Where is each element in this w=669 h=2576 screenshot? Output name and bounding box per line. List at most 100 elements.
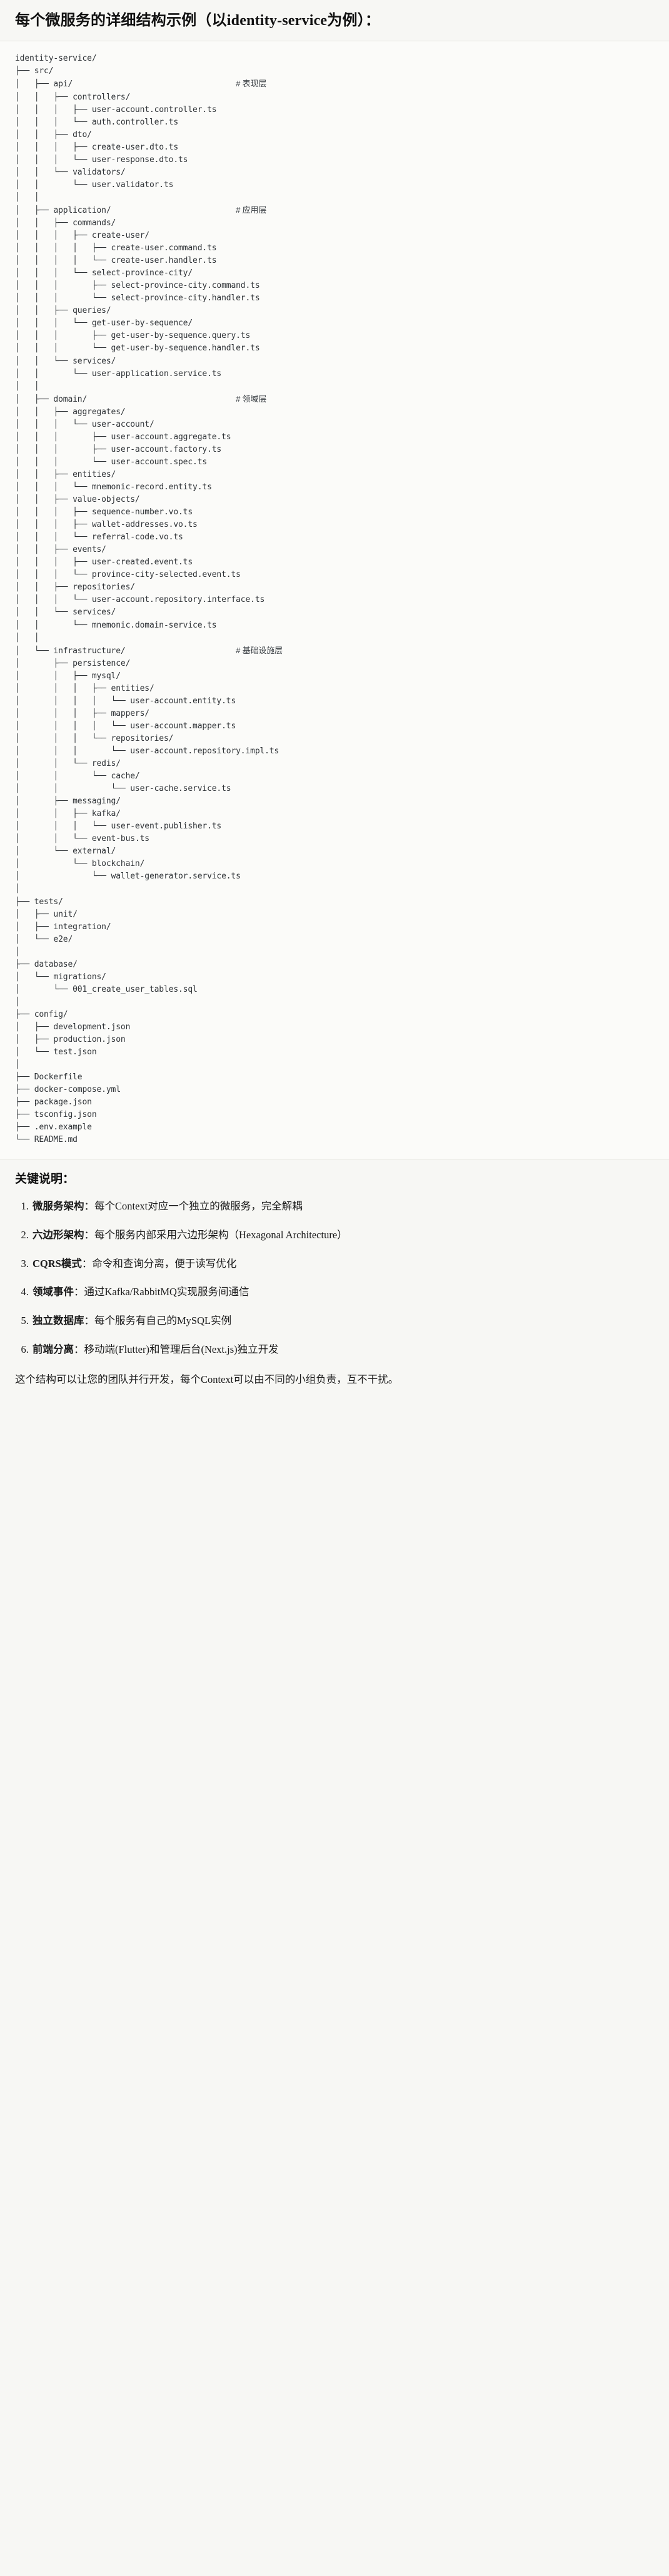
tree-row: │ └── test.json bbox=[15, 1046, 654, 1059]
tree-row: ├── Dockerfile bbox=[15, 1071, 654, 1084]
tree-row-path: │ ├── api/ bbox=[15, 79, 73, 89]
tree-row: │ bbox=[15, 996, 654, 1009]
tree-row-path: ├── database/ bbox=[15, 959, 78, 969]
tree-row: │ └── wallet-generator.service.ts bbox=[15, 870, 654, 883]
tree-row-path: │ │ ├── queries/ bbox=[15, 306, 111, 316]
tree-row: │ │ ├── commands/ bbox=[15, 217, 654, 230]
tree-row: │ │ ├── kafka/ bbox=[15, 808, 654, 820]
tree-row: │ ├── production.json bbox=[15, 1034, 654, 1046]
tree-row: │ │ │ └── select-province-city.handler.t… bbox=[15, 292, 654, 305]
tree-row: │ │ │ ├── user-created.event.ts bbox=[15, 556, 654, 569]
key-point-term: 微服务架构 bbox=[33, 1200, 84, 1213]
tree-row-path: │ │ │ ├── user-account.factory.ts bbox=[15, 444, 222, 454]
tree-row-path: │ └── blockchain/ bbox=[15, 859, 145, 869]
tree-row-gap bbox=[111, 206, 236, 215]
tree-row-gap bbox=[87, 395, 236, 404]
key-point-term: 独立数据库 bbox=[33, 1315, 84, 1327]
tree-row: ├── tests/ bbox=[15, 896, 654, 909]
tree-row: └── README.md bbox=[15, 1134, 654, 1146]
tree-row: │ bbox=[15, 946, 654, 959]
tree-row: │ │ └── event-bus.ts bbox=[15, 833, 654, 845]
tree-row: │ └── 001_create_user_tables.sql bbox=[15, 984, 654, 996]
tree-row-path: │ │ │ └── referral-code.vo.ts bbox=[15, 532, 183, 542]
tree-row-path: │ ├── integration/ bbox=[15, 922, 111, 932]
tree-row-path: ├── config/ bbox=[15, 1009, 68, 1019]
tree-row-path: │ │ ├── controllers/ bbox=[15, 92, 131, 102]
tree-row: identity-service/ bbox=[15, 53, 654, 65]
tree-row-path: │ │ │ └── auth.controller.ts bbox=[15, 117, 179, 127]
tree-row: │ └── external/ bbox=[15, 845, 654, 858]
tree-row: │ │ ├── events/ bbox=[15, 544, 654, 556]
key-point-description: 通过Kafka/RabbitMQ实现服务间通信 bbox=[84, 1286, 249, 1298]
tree-row: │ │ │ ├── create-user.dto.ts bbox=[15, 141, 654, 154]
tree-row-path: │ │ │ │ └── user-account.entity.ts bbox=[15, 696, 236, 706]
tree-row: │ │ │ └── get-user-by-sequence/ bbox=[15, 317, 654, 330]
key-point-term: CQRS模式 bbox=[33, 1257, 82, 1270]
tree-row: │ │ │ ├── create-user/ bbox=[15, 230, 654, 242]
tree-row-path: │ └── wallet-generator.service.ts bbox=[15, 872, 241, 882]
tree-row-path: │ ├── domain/ bbox=[15, 394, 88, 404]
tree-row-path: │ bbox=[15, 884, 20, 894]
tree-row-path: │ └── infrastructure/ bbox=[15, 646, 126, 656]
tree-row-path: │ │ └── user-cache.service.ts bbox=[15, 784, 231, 794]
key-point-item: 独立数据库：每个服务有自己的MySQL实例 bbox=[31, 1313, 654, 1329]
tree-row-path: │ │ │ └── user-response.dto.ts bbox=[15, 155, 188, 165]
tree-row-path: ├── Dockerfile bbox=[15, 1072, 83, 1082]
tree-row: │ │ │ └── user-account.spec.ts bbox=[15, 456, 654, 469]
tree-row: │ ├── api/ # 表现层 bbox=[15, 78, 654, 91]
tree-row-path: │ │ └── user-application.service.ts bbox=[15, 369, 222, 379]
tree-row: │ │ ├── dto/ bbox=[15, 129, 654, 141]
tree-row-path: │ │ bbox=[15, 633, 39, 643]
tree-row-path: │ │ ├── dto/ bbox=[15, 130, 92, 140]
tree-row: │ │ bbox=[15, 380, 654, 393]
directory-tree-block: identity-service/ ├── src/ │ ├── api/ # … bbox=[0, 41, 669, 1160]
tree-row: │ │ │ └── mnemonic-record.entity.ts bbox=[15, 481, 654, 494]
tree-row: │ ├── messaging/ bbox=[15, 795, 654, 808]
tree-row-path: ├── src/ bbox=[15, 66, 54, 76]
tree-row-path: │ │ │ │ ├── create-user.command.ts bbox=[15, 243, 217, 253]
tree-row-path: │ │ bbox=[15, 192, 39, 202]
tree-row-path: │ └── 001_create_user_tables.sql bbox=[15, 984, 198, 994]
tree-row: ├── package.json bbox=[15, 1096, 654, 1109]
tree-row-path: │ │ ├── commands/ bbox=[15, 218, 116, 228]
tree-row-comment: # 基础设施层 bbox=[236, 645, 283, 655]
key-point-description: 每个服务有自己的MySQL实例 bbox=[94, 1315, 232, 1327]
tree-row-path: │ │ └── cache/ bbox=[15, 771, 140, 781]
tree-row-comment: # 表现层 bbox=[236, 79, 267, 89]
tree-row-gap bbox=[73, 79, 236, 89]
tree-row: │ │ └── user-application.service.ts bbox=[15, 368, 654, 380]
tree-row: │ │ │ └── user-account.repository.impl.t… bbox=[15, 745, 654, 758]
tree-row: │ │ │ ├── user-account.aggregate.ts bbox=[15, 431, 654, 444]
tree-row-path: │ │ │ └── user-event.publisher.ts bbox=[15, 822, 222, 832]
key-points-section: 关键说明： 微服务架构：每个Context对应一个独立的微服务，完全解耦六边形架… bbox=[0, 1159, 669, 1404]
tree-row-path: │ │ │ ├── create-user.dto.ts bbox=[15, 142, 179, 152]
tree-row-path: │ │ │ ├── create-user/ bbox=[15, 231, 149, 241]
tree-row-path: │ │ ├── value-objects/ bbox=[15, 495, 140, 505]
tree-row-path: │ ├── messaging/ bbox=[15, 797, 121, 807]
tree-row: │ │ │ └── get-user-by-sequence.handler.t… bbox=[15, 342, 654, 355]
key-point-separator: ： bbox=[74, 1286, 84, 1298]
tree-row: │ │ ├── entities/ bbox=[15, 469, 654, 481]
tree-row: ├── docker-compose.yml bbox=[15, 1084, 654, 1096]
tree-row: │ │ bbox=[15, 191, 654, 204]
key-point-separator: ： bbox=[74, 1343, 84, 1355]
tree-row: ├── database/ bbox=[15, 959, 654, 971]
tree-row: ├── .env.example bbox=[15, 1121, 654, 1134]
tree-row: │ └── infrastructure/ # 基础设施层 bbox=[15, 644, 654, 658]
tree-row: │ │ ├── controllers/ bbox=[15, 91, 654, 104]
key-points-list: 微服务架构：每个Context对应一个独立的微服务，完全解耦六边形架构：每个服务… bbox=[15, 1199, 654, 1358]
tree-row: ├── tsconfig.json bbox=[15, 1109, 654, 1121]
tree-row: │ ├── application/ # 应用层 bbox=[15, 204, 654, 217]
tree-row-path: │ │ │ └── repositories/ bbox=[15, 733, 174, 743]
key-point-item: 前端分离：移动端(Flutter)和管理后台(Next.js)独立开发 bbox=[31, 1342, 654, 1358]
tree-row: │ │ │ ├── sequence-number.vo.ts bbox=[15, 506, 654, 519]
tree-row: │ │ │ └── referral-code.vo.ts bbox=[15, 531, 654, 544]
tree-row-path: │ │ │ │ └── user-account.mapper.ts bbox=[15, 721, 236, 731]
tree-row: │ │ └── mnemonic.domain-service.ts bbox=[15, 619, 654, 632]
tree-row: │ │ ├── value-objects/ bbox=[15, 494, 654, 506]
tree-row: │ ├── development.json bbox=[15, 1021, 654, 1034]
tree-row-path: │ │ ├── events/ bbox=[15, 545, 106, 555]
document-page: 每个微服务的详细结构示例（以identity-service为例）： ident… bbox=[0, 0, 669, 1403]
tree-row: │ │ bbox=[15, 632, 654, 644]
tree-row: │ │ │ │ ├── create-user.command.ts bbox=[15, 242, 654, 255]
